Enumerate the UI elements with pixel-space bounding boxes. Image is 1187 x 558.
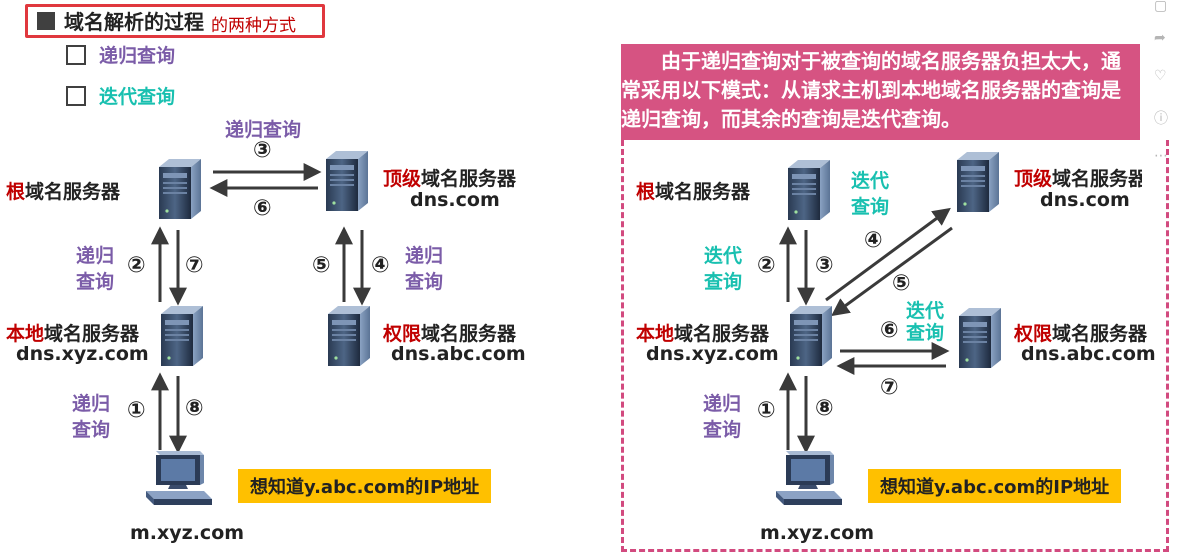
checkbox-icon [66, 45, 86, 65]
step-7: ⑦ [880, 375, 899, 400]
page-subtitle: 的两种方式 [211, 16, 296, 36]
option-recursive: 递归查询 [99, 45, 176, 67]
query-text-left: 想知道y.abc.com的IP地址 [238, 469, 492, 503]
step-3: ③ [815, 253, 834, 278]
recursive-label-left: 递归查询 [76, 245, 115, 293]
step-2: ② [127, 253, 146, 278]
local-server-label: 本地域名服务器 [6, 323, 140, 345]
dashed-frame [621, 140, 1169, 552]
auth-host: dns.abc.com [1021, 343, 1156, 365]
top-recursive-label: 递归查询 [225, 119, 302, 141]
tld-server-label: 顶级域名服务器 [383, 168, 517, 190]
client-computer-icon [774, 451, 844, 507]
auth-server-icon [955, 308, 1001, 368]
auth-server-label: 权限域名服务器 [1014, 323, 1148, 345]
tld-host: dns.com [1040, 189, 1130, 211]
heart-icon[interactable]: ♡ [1154, 68, 1167, 84]
title-box [25, 4, 325, 38]
local-host: dns.xyz.com [16, 343, 149, 365]
iterative-label-right: 迭代查询 [906, 300, 945, 344]
step-7: ⑦ [185, 253, 204, 278]
step-3: ③ [253, 138, 272, 163]
recursive-label-bottom: 递归查询 [703, 393, 742, 441]
tld-host: dns.com [410, 189, 500, 211]
step-6: ⑥ [880, 318, 899, 343]
step-8: ⑧ [815, 396, 834, 421]
step-8: ⑧ [185, 396, 204, 421]
step-6: ⑥ [253, 196, 272, 221]
tld-server-icon [322, 151, 368, 211]
right-diagram-arrows [779, 207, 953, 454]
local-server-label: 本地域名服务器 [636, 323, 770, 345]
note-box [621, 44, 1140, 140]
info-icon[interactable]: ⓘ [1154, 111, 1168, 127]
more-icon[interactable]: ⋯ [1154, 148, 1168, 164]
step-5: ⑤ [892, 271, 911, 296]
iterative-label-top: 迭代查询 [851, 170, 890, 218]
client-host: m.xyz.com [130, 522, 245, 544]
query-text-right: 想知道y.abc.com的IP地址 [868, 469, 1122, 503]
root-server-label: 根域名服务器 [6, 181, 121, 203]
page-title: 域名解析的过程 [64, 10, 204, 34]
note-text: 由于递归查询对于被查询的域名服务器负担太大，通常采用以下模式：从请求主机到本地域… [621, 49, 1121, 131]
iterative-label-left: 迭代查询 [704, 245, 743, 293]
step-5: ⑤ [312, 253, 331, 278]
step-4: ④ [864, 228, 883, 253]
root-server-label: 根域名服务器 [636, 181, 751, 203]
step-4: ④ [371, 253, 390, 278]
root-server-icon [155, 159, 201, 219]
local-server-icon [786, 306, 832, 366]
local-host: dns.xyz.com [646, 343, 779, 365]
share-icon[interactable]: ➦ [1154, 30, 1166, 46]
local-server-icon [157, 306, 203, 366]
auth-host: dns.abc.com [391, 343, 526, 365]
bookmark-icon[interactable]: ▢ [1154, 0, 1168, 14]
bullet-filled-icon [37, 12, 55, 30]
left-diagram-arrows [151, 163, 371, 454]
recursive-label-right: 递归查询 [405, 245, 444, 293]
auth-server-label: 权限域名服务器 [383, 323, 517, 345]
tld-server-icon [953, 152, 999, 212]
step-1: ① [127, 398, 146, 423]
recursive-label-bottom: 递归查询 [72, 393, 111, 441]
client-host: m.xyz.com [760, 522, 875, 544]
tld-server-label: 顶级域名服务器 [1014, 168, 1142, 190]
checkbox-icon [66, 86, 86, 106]
step-2: ② [757, 253, 776, 278]
step-1: ① [757, 398, 776, 423]
option-iterative: 迭代查询 [99, 86, 176, 108]
auth-server-icon [324, 306, 370, 366]
root-server-icon [784, 160, 830, 220]
client-computer-icon [144, 451, 214, 507]
